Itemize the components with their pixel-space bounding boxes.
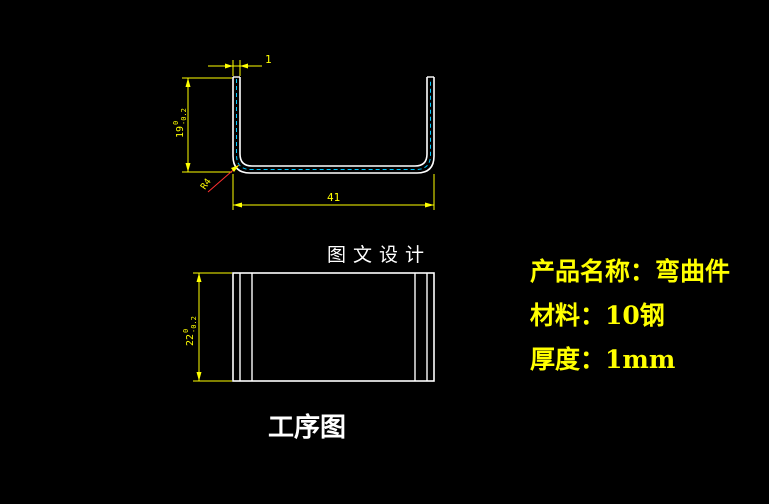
height-tol-upper: 0 xyxy=(172,121,180,125)
width-dimension: 41 xyxy=(232,174,435,210)
material-value: 10钢 xyxy=(605,301,665,330)
plan-outline xyxy=(232,272,435,382)
length-tol-lower: -0.2 xyxy=(190,316,198,333)
height-dim-label: 19 xyxy=(175,126,186,138)
product-info: 产品名称：弯曲件 材料：10钢 厚度：1mm xyxy=(530,250,730,382)
width-dim-label: 41 xyxy=(327,191,340,204)
product-name-label: 产品名称： xyxy=(530,257,656,286)
length-tol-upper: 0 xyxy=(182,329,190,333)
u-profile-centerline xyxy=(236,79,431,170)
thickness-dim-label: 1 xyxy=(265,53,272,66)
plan-view: 22 0 -0.2 xyxy=(182,272,435,382)
watermark-text: 图文设计 xyxy=(327,244,432,266)
product-name-row: 产品名称：弯曲件 xyxy=(530,250,730,294)
process-drawing-label: 工序图 xyxy=(268,413,347,443)
product-name-value: 弯曲件 xyxy=(655,257,731,286)
thickness-row: 厚度：1mm xyxy=(530,338,730,382)
thickness-value: 1mm xyxy=(605,345,676,374)
height-dimension: 19 0 -0.2 xyxy=(172,77,232,173)
height-tol-lower: -0.2 xyxy=(180,108,188,125)
material-label: 材料： xyxy=(530,301,606,330)
u-profile-inner xyxy=(239,77,428,167)
material-row: 材料：10钢 xyxy=(530,294,730,338)
u-profile-outer xyxy=(232,77,435,174)
length-dimension: 22 0 -0.2 xyxy=(182,272,232,382)
thickness-dimension: 1 xyxy=(208,53,272,76)
length-dim-label: 22 xyxy=(185,334,196,346)
side-view: 1 19 0 -0.2 R4 xyxy=(172,53,435,210)
thickness-label: 厚度： xyxy=(530,345,606,374)
